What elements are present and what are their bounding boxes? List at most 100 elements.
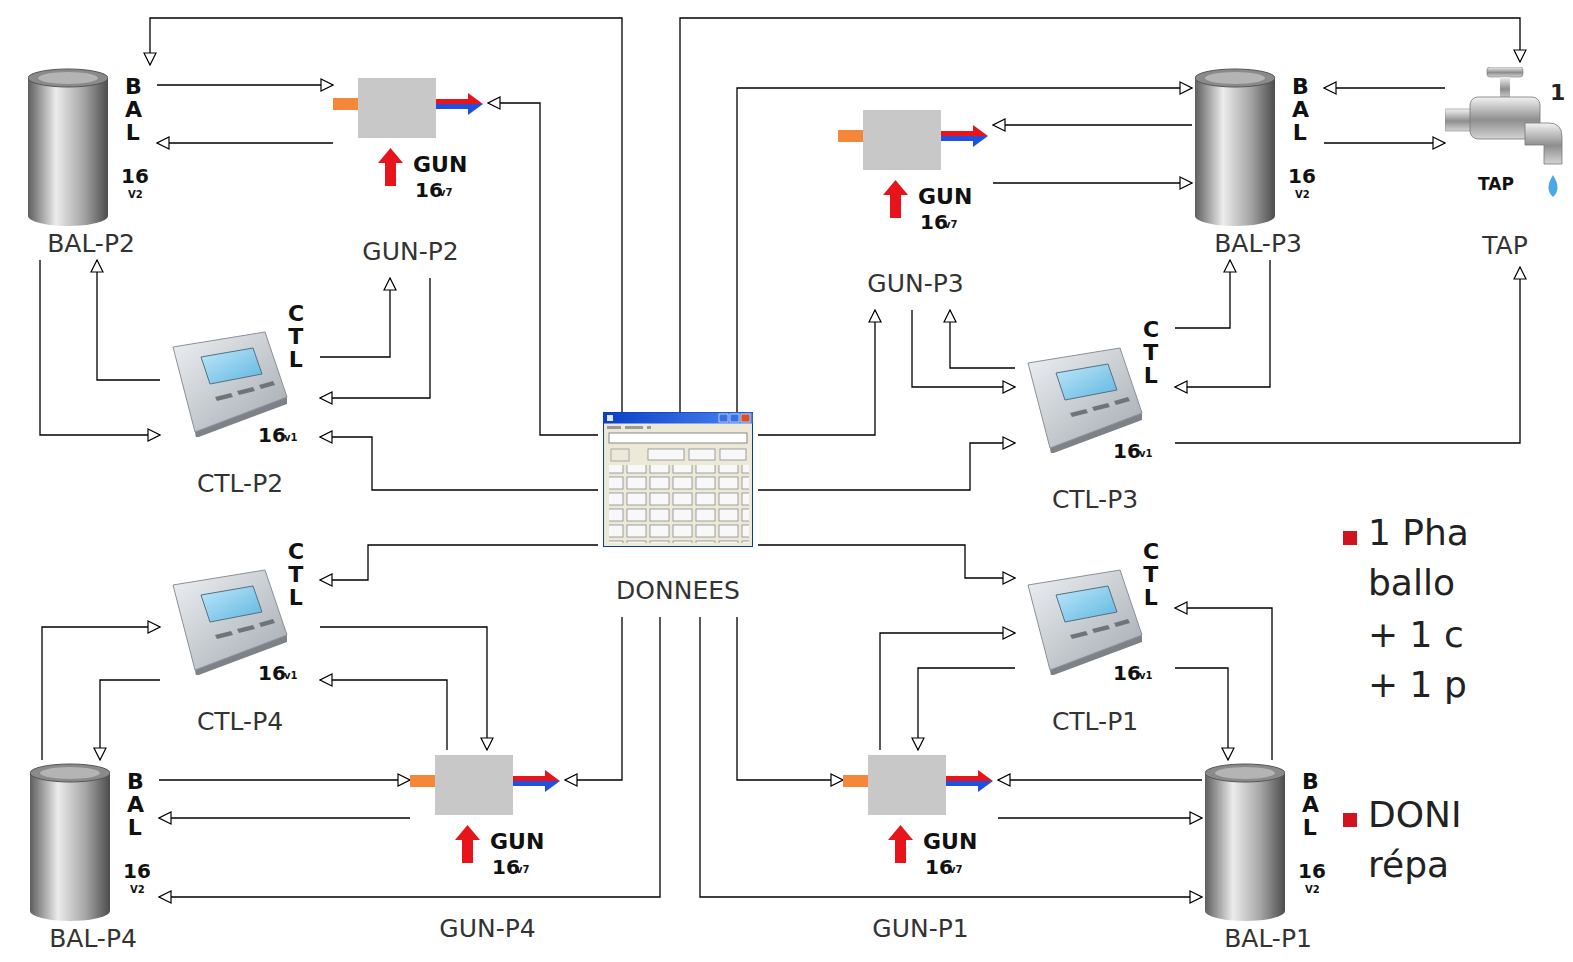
version-number: 16 <box>415 179 443 201</box>
bullet-text: 1 Pha <box>1368 510 1469 556</box>
version-suffix: v1 <box>284 670 297 682</box>
connector <box>880 633 1015 750</box>
connector <box>42 627 160 760</box>
connector <box>40 260 160 435</box>
version-number: 16 <box>920 211 948 233</box>
connector <box>159 817 410 818</box>
version-suffix: v7 <box>516 864 529 876</box>
connector <box>737 617 843 780</box>
connector <box>1175 267 1520 443</box>
device-letters: GUN <box>413 153 467 177</box>
connector <box>758 310 875 435</box>
bullet-text: + 1 p <box>1368 662 1467 708</box>
device-letters: GUN <box>490 830 544 854</box>
device-node: GUN16v7GUN-P1 <box>843 750 998 950</box>
connector <box>1175 668 1228 760</box>
connector <box>159 779 410 780</box>
connector <box>157 142 333 143</box>
bullet-text: répa <box>1368 842 1449 888</box>
version-suffix: V2 <box>1305 884 1320 896</box>
device-icon <box>1445 67 1565 217</box>
version-suffix: v7 <box>944 219 957 231</box>
tap-label: TAP <box>1478 174 1514 194</box>
version-number: 16 <box>121 165 149 187</box>
version-suffix: V2 <box>130 884 145 896</box>
connector <box>998 779 1202 780</box>
device-icon <box>1020 343 1145 453</box>
device-node: CTL 16v1CTL-P4 <box>160 540 320 740</box>
version-number: 16 <box>492 856 520 878</box>
connector <box>1324 142 1445 143</box>
connector <box>320 627 487 750</box>
version-suffix: v1 <box>1139 448 1152 460</box>
connector <box>488 103 598 435</box>
device-node: GUN16v7GUN-P4 <box>410 750 565 950</box>
version-number: 16 <box>258 662 286 684</box>
device-letters: BAL <box>1292 75 1307 144</box>
version-number: 16 <box>123 860 151 882</box>
version-number: 16 <box>258 424 286 446</box>
version-suffix: V2 <box>1295 189 1310 201</box>
connector <box>320 545 598 580</box>
device-caption: BAL-P1 <box>1202 925 1334 953</box>
bullet-text: ballo <box>1368 560 1455 606</box>
connector <box>100 680 160 760</box>
device-icon <box>165 565 290 675</box>
device-icon <box>30 763 110 923</box>
device-caption: GUN-P1 <box>843 915 998 943</box>
device-node: BAL16V2BAL-P1 <box>1202 760 1334 955</box>
device-caption: GUN-P3 <box>838 270 993 298</box>
device-node: GUN16v7GUN-P2 <box>333 73 488 278</box>
device-icon <box>1195 68 1275 228</box>
device-letters: BAL <box>125 75 140 144</box>
connector <box>320 278 390 357</box>
version-number: 16 <box>1113 440 1141 462</box>
device-caption: BAL-P4 <box>27 925 159 953</box>
connector <box>565 617 622 780</box>
version-suffix: v7 <box>949 864 962 876</box>
device-icon <box>165 327 290 437</box>
device-caption: TAP <box>1445 232 1565 260</box>
bullet-square <box>1343 531 1357 545</box>
device-letters: CTL <box>1143 318 1158 387</box>
device-letters: BAL <box>1302 770 1317 839</box>
device-caption: BAL-P3 <box>1192 230 1324 258</box>
device-icon <box>1020 565 1145 675</box>
device-caption: CTL-P4 <box>160 708 320 736</box>
connector <box>758 443 1015 490</box>
connector <box>320 437 598 490</box>
device-node: BAL 16V2BAL-P3 <box>1192 65 1324 260</box>
connector <box>320 278 430 398</box>
connector <box>157 84 333 85</box>
device-icon <box>603 412 753 547</box>
device-node: DONNEES <box>598 412 758 617</box>
device-node: TAP TAP <box>1445 62 1565 267</box>
connector <box>1175 260 1230 328</box>
callout-number: 1 <box>1550 80 1565 106</box>
connector <box>97 260 160 380</box>
connector <box>993 124 1192 125</box>
connector <box>758 545 1015 578</box>
device-letters: CTL <box>1143 540 1158 609</box>
device-caption: GUN-P4 <box>410 915 565 943</box>
device-node: BAL16V2BAL-P4 <box>27 760 159 955</box>
bullet-square <box>1343 813 1357 827</box>
version-number: 16 <box>1288 165 1316 187</box>
device-node: BAL16V2BAL-P2 <box>25 65 157 260</box>
version-suffix: v7 <box>439 187 452 199</box>
device-caption: BAL-P2 <box>25 230 157 258</box>
connector <box>320 680 447 750</box>
version-suffix: v1 <box>284 432 297 444</box>
version-suffix: v1 <box>1139 670 1152 682</box>
connector <box>1175 608 1272 760</box>
bullet-text: DONI <box>1368 792 1462 838</box>
version-number: 16 <box>1113 662 1141 684</box>
connector <box>912 310 1015 387</box>
connector <box>950 310 1015 368</box>
version-number: 16 <box>925 856 953 878</box>
connector <box>1175 260 1270 387</box>
device-caption: CTL-P1 <box>1015 708 1175 736</box>
device-letters: CTL <box>288 540 303 609</box>
connector <box>998 817 1202 818</box>
